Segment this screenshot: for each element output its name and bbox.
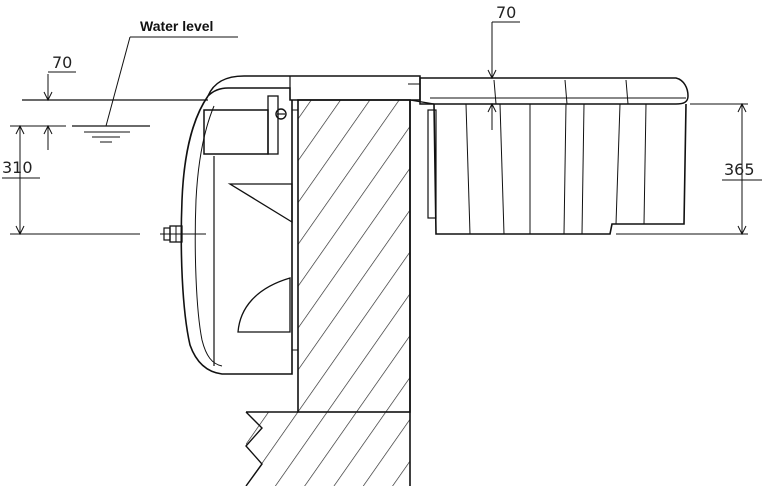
dim-left-height <box>2 124 206 236</box>
dim-top-left <box>40 71 76 150</box>
skimmer-body <box>180 95 298 375</box>
skimmer-lid <box>207 75 421 101</box>
pool-wall <box>245 99 411 486</box>
water-level-label: Water level <box>140 18 213 34</box>
dim-top-right <box>487 21 520 130</box>
skimmer-basket <box>409 77 689 235</box>
dim-top-left-text: 70 <box>52 53 72 72</box>
dim-right-height <box>616 102 762 236</box>
water-level-indicator <box>22 36 238 143</box>
wall-column <box>297 99 411 413</box>
dim-left-height-text: 310 <box>2 158 33 177</box>
dim-right-height-text: 365 <box>724 160 755 179</box>
dim-top-right-text: 70 <box>496 3 516 22</box>
wall-base <box>246 412 410 486</box>
